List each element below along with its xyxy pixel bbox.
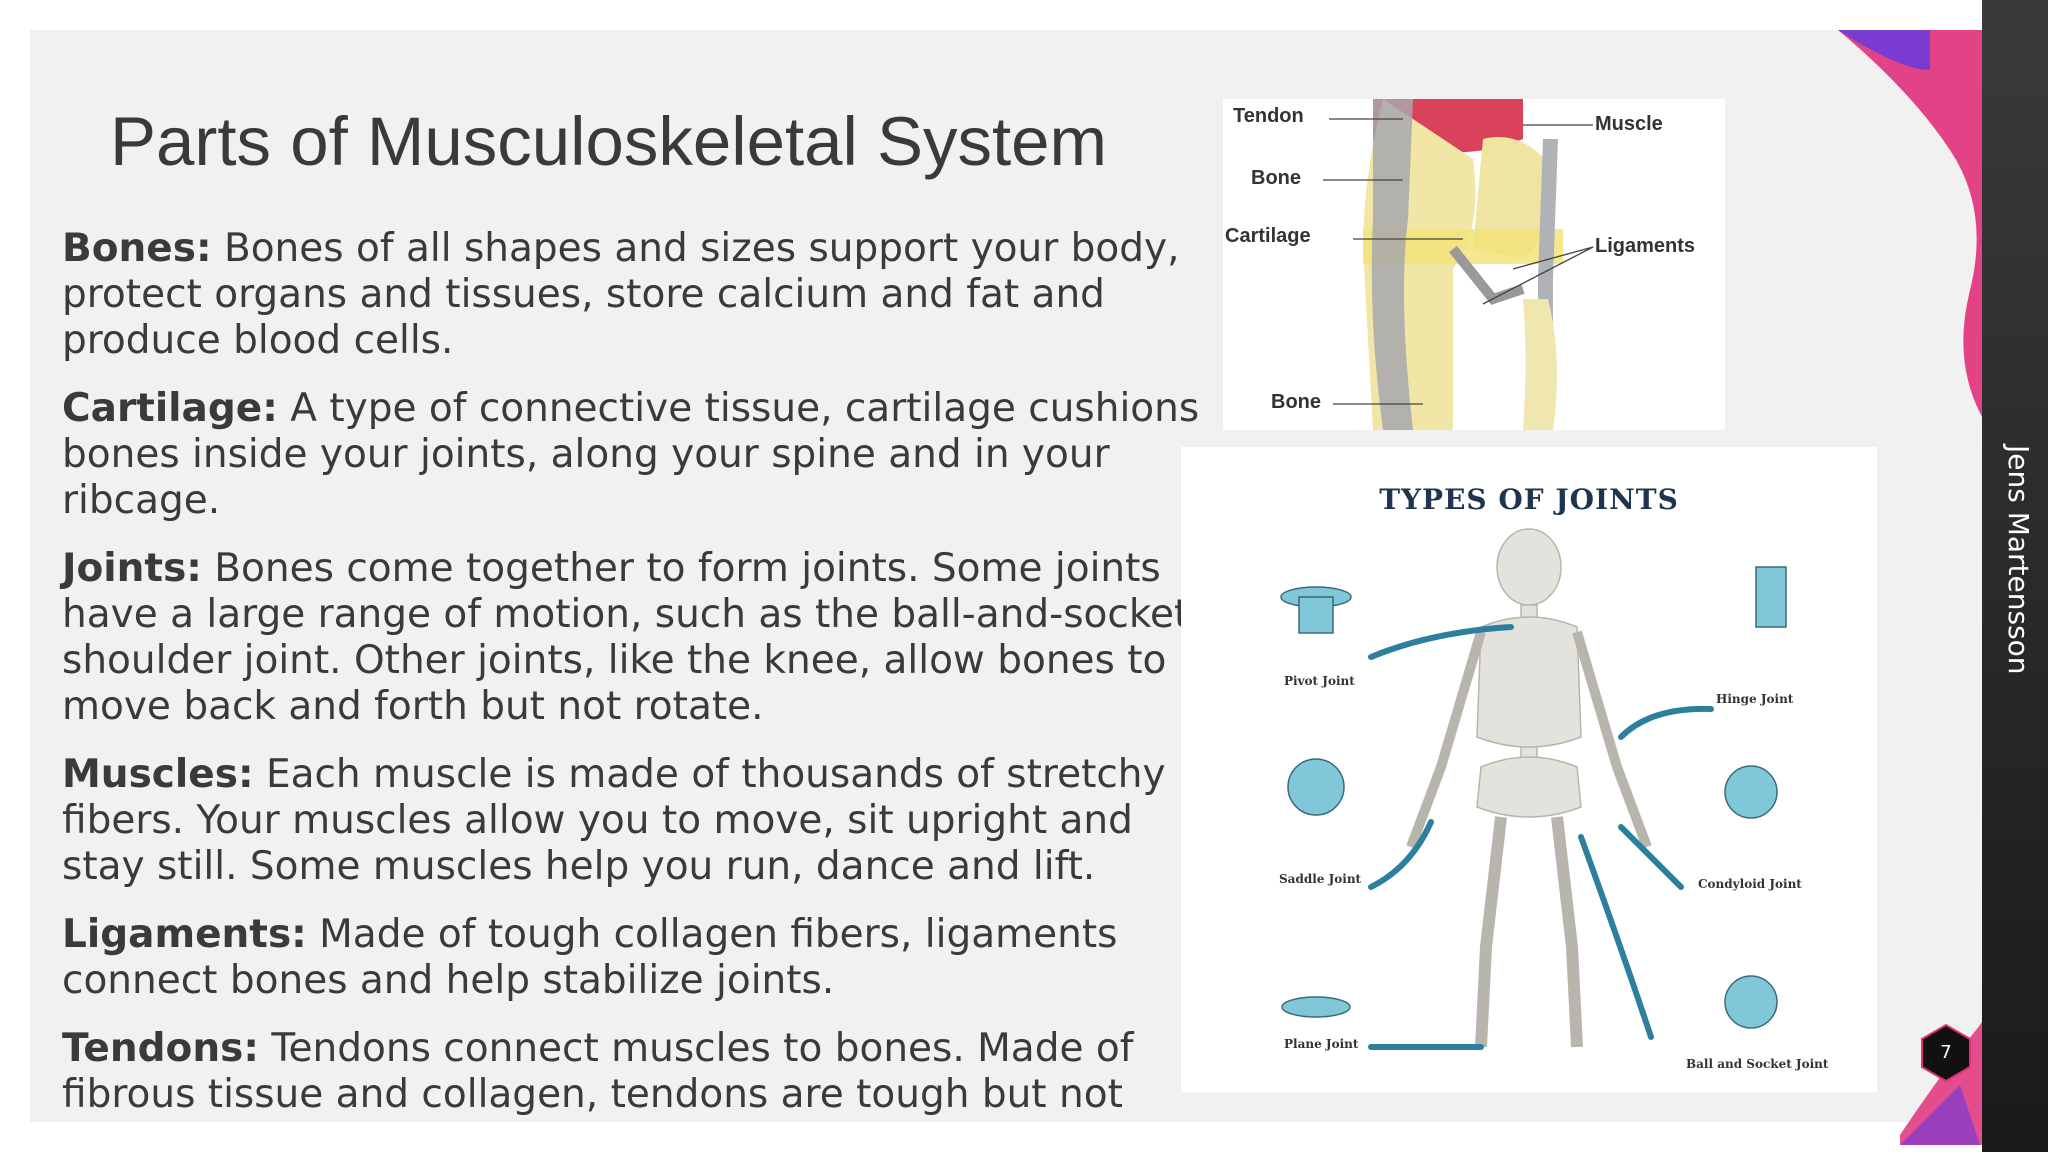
label-cartilage: Cartilage — [1225, 225, 1311, 247]
bullet-term: Tendons: — [62, 1026, 259, 1071]
bullet-dot: • — [30, 226, 33, 272]
label-hinge-joint: Hinge Joint — [1716, 692, 1794, 706]
label-ligaments: Ligaments — [1595, 235, 1696, 257]
knee-anatomy-figure: Tendon Muscle Bone Cartilage Ligaments B… — [1223, 99, 1725, 430]
right-sidebar — [1982, 0, 2048, 1152]
bullet-cartilage: • Cartilage: A type of connective tissue… — [30, 386, 1215, 524]
bullet-text: Each muscle is made of thousands of stre… — [62, 752, 1166, 889]
bullet-dot: • — [30, 912, 33, 958]
label-saddle-joint: Saddle Joint — [1279, 872, 1362, 886]
types-of-joints-figure: TYPES OF JOINTS — [1181, 447, 1877, 1092]
bullet-dot: • — [30, 386, 33, 432]
label-bone-bottom: Bone — [1271, 391, 1321, 413]
label-plane-joint: Plane Joint — [1284, 1037, 1359, 1051]
slide-title: Parts of Musculoskeletal System — [110, 103, 1108, 180]
bullet-dot: • — [30, 1026, 33, 1072]
bullet-term: Muscles: — [62, 752, 254, 797]
bullet-joints: • Joints: Bones come together to form jo… — [30, 546, 1215, 730]
bullet-dot: • — [30, 546, 33, 592]
page-number-badge — [1921, 1023, 1971, 1083]
bullet-tendons: • Tendons: Tendons connect muscles to bo… — [30, 1026, 1215, 1122]
label-tendon: Tendon — [1233, 105, 1304, 127]
bullet-term: Joints: — [62, 546, 202, 591]
bullet-list: • Bones: Bones of all shapes and sizes s… — [30, 226, 1215, 1122]
page-number: 7 — [1940, 1042, 1952, 1063]
bullet-text: Tendons connect muscles to bones. Made o… — [62, 1026, 1134, 1122]
author-name: Jens Martensson — [2002, 445, 2035, 675]
bullet-bones: • Bones: Bones of all shapes and sizes s… — [30, 226, 1215, 364]
bullet-text: Bones come together to form joints. Some… — [62, 546, 1190, 729]
bullet-term: Cartilage: — [62, 386, 278, 431]
bullet-text: A type of connective tissue, cartilage c… — [62, 386, 1200, 523]
skeleton-illustration — [1280, 528, 1787, 1050]
bullet-text: Made of tough collagen fibers, ligaments… — [62, 912, 1118, 1003]
label-condyloid-joint: Condyloid Joint — [1698, 877, 1802, 891]
joints-figure-title: TYPES OF JOINTS — [1379, 483, 1679, 516]
bullet-term: Bones: — [62, 226, 212, 271]
decorative-swoosh-top — [1838, 30, 1990, 430]
bullet-muscles: • Muscles: Each muscle is made of thousa… — [30, 752, 1215, 890]
label-pivot-joint: Pivot Joint — [1284, 674, 1355, 688]
knee-illustration — [1323, 99, 1594, 430]
bullet-text: Bones of all shapes and sizes support yo… — [62, 226, 1180, 363]
label-bone-top: Bone — [1251, 167, 1301, 189]
label-ball-socket-joint: Ball and Socket Joint — [1686, 1057, 1829, 1071]
label-muscle: Muscle — [1595, 113, 1663, 135]
bullet-ligaments: • Ligaments: Made of tough collagen fibe… — [30, 912, 1215, 1004]
bullet-dot: • — [30, 752, 33, 798]
bullet-term: Ligaments: — [62, 912, 307, 957]
